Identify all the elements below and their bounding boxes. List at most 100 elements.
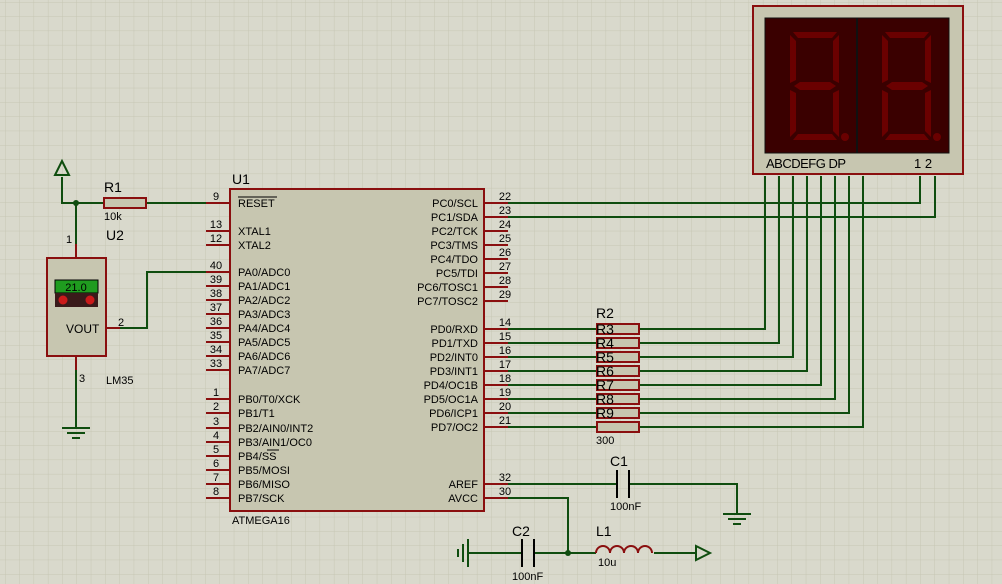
pin-label: PA1/ADC1 — [238, 281, 290, 293]
capacitor-c2[interactable]: C2 100nF — [512, 523, 543, 583]
resistor-body[interactable] — [596, 365, 640, 377]
pin-number: 3 — [213, 416, 219, 428]
ground-symbol — [62, 427, 90, 439]
resistor-body[interactable] — [596, 393, 640, 405]
pin-label: PC1/SDA — [431, 212, 479, 224]
increase-button-icon[interactable] — [85, 295, 95, 305]
pin-label: PD3/INT1 — [430, 366, 478, 378]
c2-ref: C2 — [512, 523, 530, 539]
ground-symbol — [723, 513, 751, 525]
resistor-body[interactable] — [596, 421, 640, 433]
pin-label: XTAL2 — [238, 240, 271, 252]
pin-label: RESET — [238, 198, 275, 210]
resistor-body[interactable] — [596, 337, 640, 349]
pin-number: 9 — [213, 191, 219, 203]
pin-number: 38 — [210, 288, 222, 300]
capacitor-c1[interactable]: C1 100nF — [610, 453, 641, 513]
pin-label: PA2/ADC2 — [238, 295, 290, 307]
resistor-body[interactable] — [596, 351, 640, 363]
c1-value: 100nF — [610, 501, 641, 513]
mcu-part: ATMEGA16 — [232, 515, 290, 527]
mcu-body — [229, 188, 485, 512]
pin-label: PD6/ICP1 — [429, 408, 478, 420]
resistor-body[interactable] — [596, 379, 640, 391]
pin-label: AVCC — [448, 493, 478, 505]
pin-number: 12 — [210, 233, 222, 245]
pin-label: PD7/OC2 — [431, 422, 478, 434]
pin-label: PB3/AIN1/OC0 — [238, 437, 312, 449]
pin-number: 24 — [499, 219, 511, 231]
u2-ref: U2 — [106, 227, 124, 243]
u2-pin-3: 3 — [79, 373, 85, 385]
pin-label: PC4/TDO — [430, 254, 478, 266]
pin-number: 40 — [210, 260, 222, 272]
pin-number: 7 — [213, 472, 219, 484]
pin-label: PB0/T0/XCK — [238, 394, 301, 406]
pin-label: PA6/ADC6 — [238, 351, 290, 363]
lm35-sensor[interactable]: U2 21.0 VOUT 1 2 3 LM35 — [46, 227, 134, 387]
resistor-r1[interactable]: R1 10k — [103, 179, 147, 223]
pin-number: 20 — [499, 401, 511, 413]
pin-number: 15 — [499, 331, 511, 343]
c2-value: 100nF — [512, 571, 543, 583]
resistor-body[interactable] — [596, 407, 640, 419]
l1-ref: L1 — [596, 523, 612, 539]
pin-label: PD0/RXD — [430, 324, 478, 336]
decrease-button-icon[interactable] — [58, 295, 68, 305]
pin-number: 8 — [213, 486, 219, 498]
segment-resistor-array[interactable]: R2 R3 R4 R5 R6 R7 R8 R9 300 — [596, 305, 640, 447]
u2-pin-2: 2 — [118, 317, 124, 329]
inductor-l1[interactable]: L1 10u — [595, 523, 653, 569]
resistor-body[interactable] — [596, 323, 640, 335]
pin-number: 35 — [210, 330, 222, 342]
atmega16-mcu[interactable]: U1 ATMEGA16 9RESET13XTAL112XTAL240PA0/AD… — [206, 171, 511, 527]
pin-number: 2 — [213, 401, 219, 413]
lm35-reading: 21.0 — [65, 282, 86, 294]
pin-label: PA0/ADC0 — [238, 267, 290, 279]
pin-number: 23 — [499, 205, 511, 217]
pin-number: 29 — [499, 289, 511, 301]
pin-number: 27 — [499, 261, 511, 273]
pin-number: 6 — [213, 458, 219, 470]
pin-number: 25 — [499, 233, 511, 245]
seven-segment-display[interactable]: ABCDEFG DP 1 2 — [752, 5, 964, 175]
